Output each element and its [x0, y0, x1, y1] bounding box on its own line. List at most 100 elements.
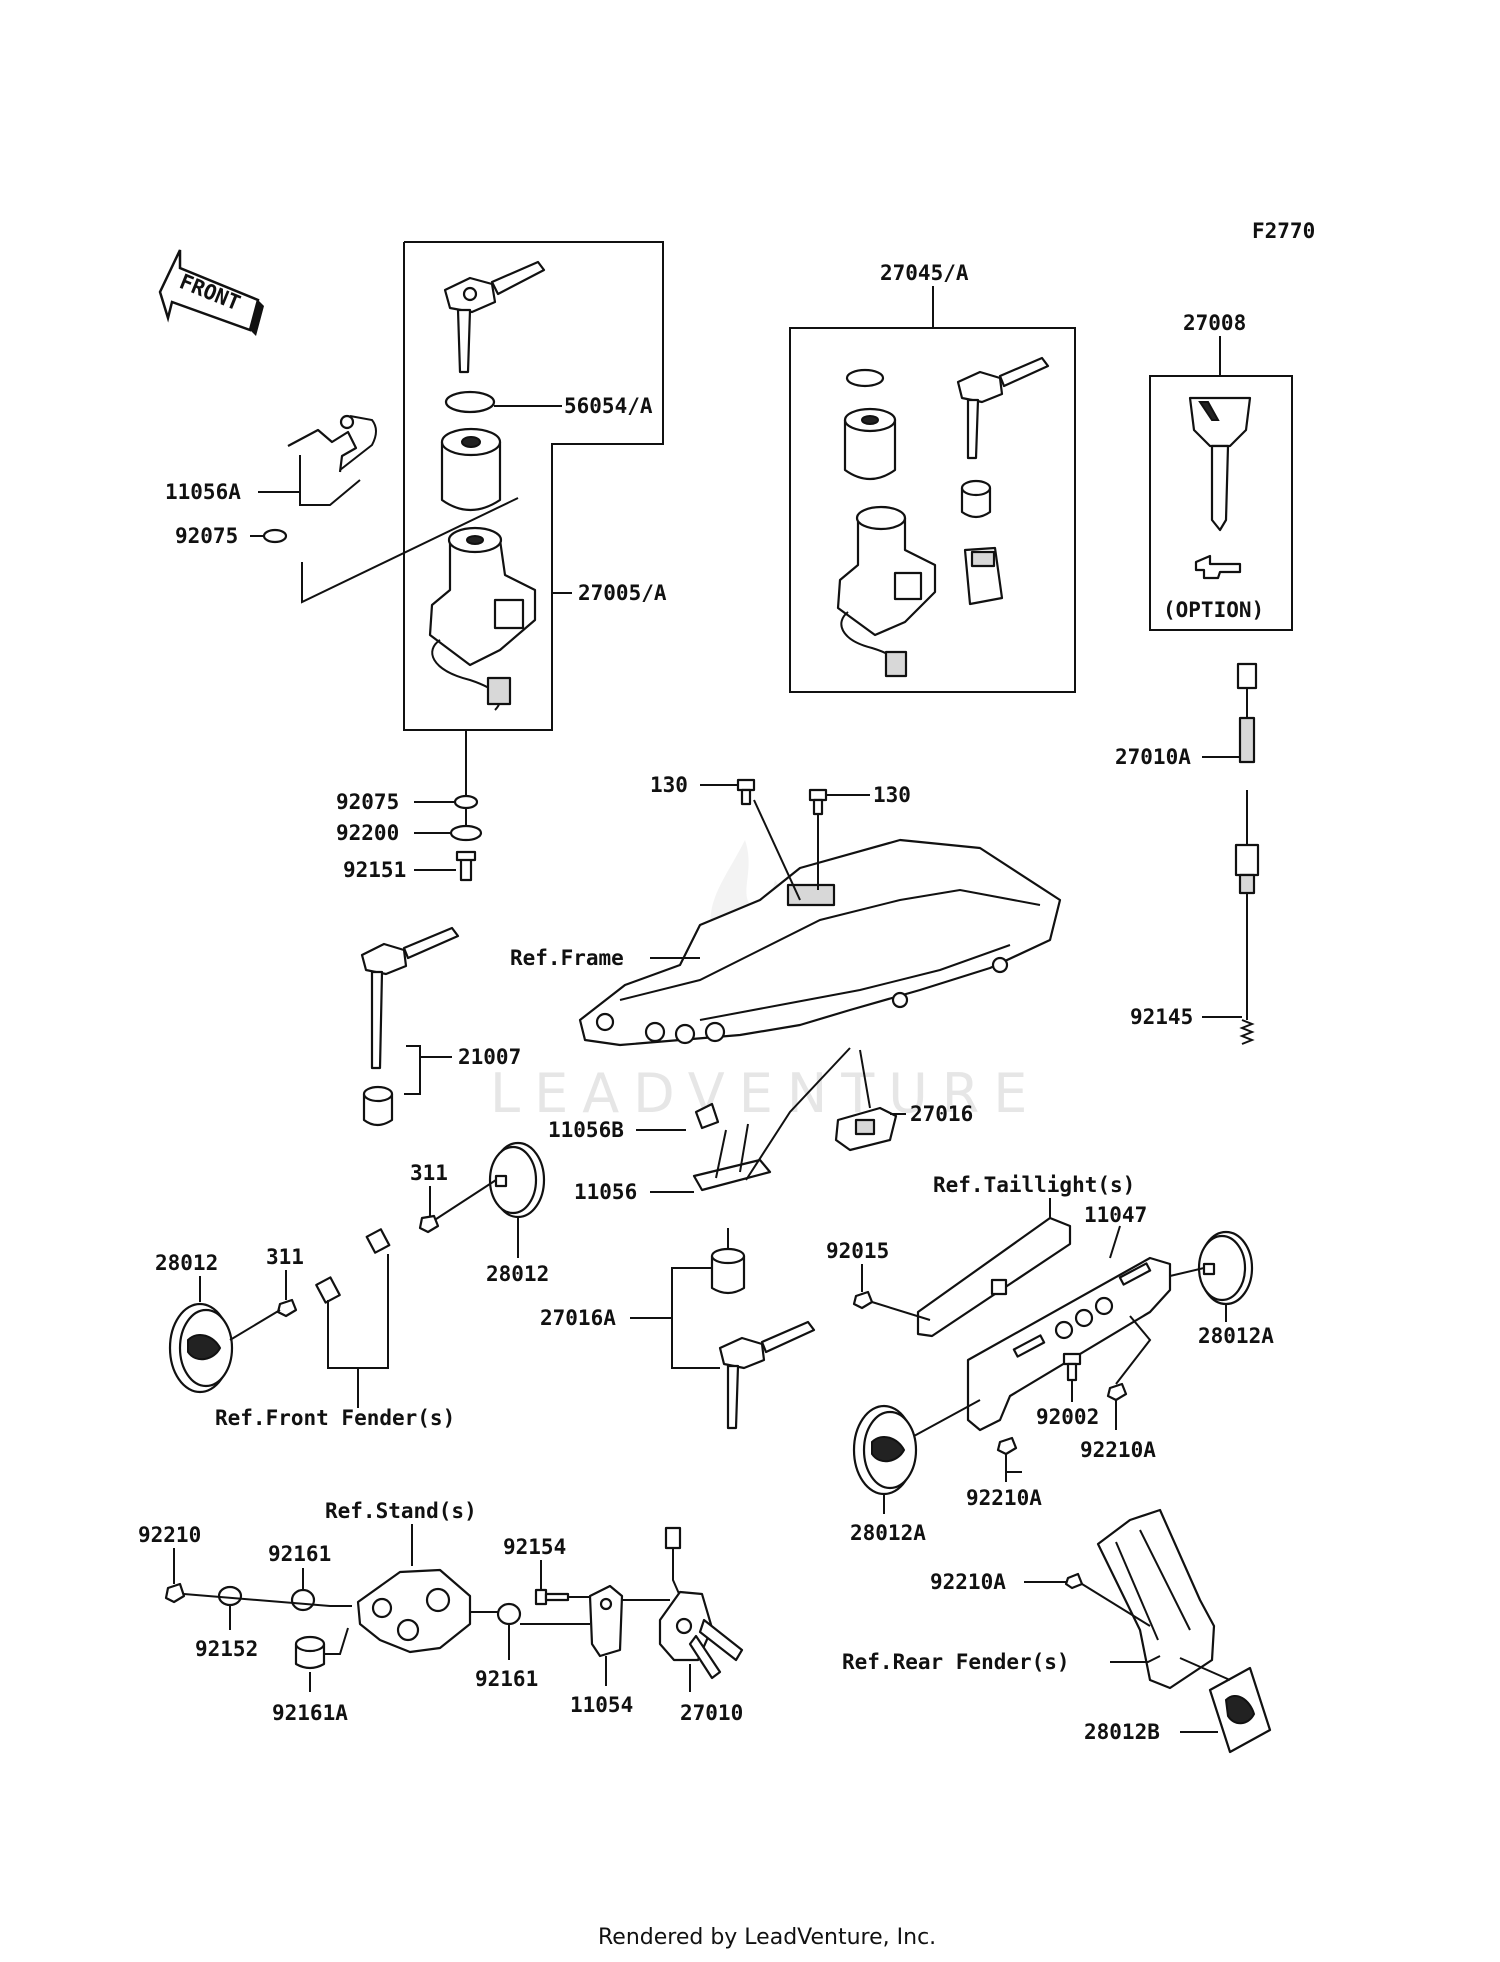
label-27045A: 27045/A — [880, 261, 969, 285]
watermark-text: LEADVENTURE — [490, 1062, 1041, 1125]
label-27010: 27010 — [680, 1701, 743, 1725]
option-label: (OPTION) — [1163, 598, 1264, 622]
label-ref-front-fender: Ref.Front Fender(s) — [215, 1406, 455, 1430]
label-21007: 21007 — [458, 1045, 521, 1069]
bracket-11054-icon — [588, 1584, 624, 1658]
label-92161A: 92161A — [272, 1701, 348, 1725]
washer-92075-icon — [262, 528, 288, 544]
label-11047: 11047 — [1084, 1203, 1147, 1227]
label-92210: 92210 — [138, 1523, 201, 1547]
sensor-27010A-icon — [1234, 662, 1260, 1010]
label-28012A-left: 28012A — [850, 1521, 926, 1545]
washer-92200-icon — [449, 824, 483, 842]
switch-27010-icon — [658, 1526, 744, 1680]
bolt-92002-icon — [1062, 1352, 1082, 1382]
ignition-switch-group: 27005/A 56054/A — [403, 241, 667, 830]
nut-92210A-rear-icon — [1064, 1572, 1084, 1590]
blank-key-icon — [1188, 396, 1252, 532]
label-27010A: 27010A — [1115, 745, 1191, 769]
washer-92075-lower-icon — [453, 794, 479, 810]
option-key-27008-group: 27008 (OPTION) — [1149, 311, 1293, 631]
bolt-130-left-icon — [736, 778, 756, 806]
key-tag-icon — [1194, 554, 1242, 580]
lock-cylinder-21007-icon — [362, 1085, 394, 1127]
label-27008: 27008 — [1183, 311, 1246, 335]
label-92210A-rear: 92210A — [930, 1570, 1006, 1594]
ignition-switch-body-icon — [428, 526, 537, 711]
spring-92145-icon — [1239, 1010, 1255, 1045]
label-92161-right: 92161 — [475, 1667, 538, 1691]
figure-code: F2770 — [1252, 219, 1315, 243]
footer-credit: Rendered by LeadVenture, Inc. — [598, 1925, 936, 1950]
label-ref-taillight: Ref.Taillight(s) — [933, 1173, 1135, 1197]
label-27016: 27016 — [910, 1102, 973, 1126]
collar-92161-right-icon — [496, 1602, 522, 1626]
label-28012-right: 28012 — [486, 1262, 549, 1286]
taillight-plate-icon — [916, 1216, 1072, 1338]
label-92152: 92152 — [195, 1637, 258, 1661]
nut-92210A-mid-icon — [996, 1436, 1018, 1456]
bracket-11056B-icon — [694, 1102, 720, 1130]
switch-cap-icon — [440, 427, 502, 511]
collar-92161-left-icon — [290, 1588, 316, 1612]
label-92210A-right: 92210A — [1080, 1438, 1156, 1462]
screw-92151-icon — [455, 850, 477, 882]
nut-92210-icon — [164, 1582, 186, 1604]
stud-front-fender-icon — [365, 1228, 391, 1254]
label-130-left: 130 — [650, 773, 688, 797]
rear-fender-icon — [1096, 1508, 1216, 1690]
label-11056A: 11056A — [165, 480, 241, 504]
label-11056B: 11056B — [548, 1118, 624, 1142]
label-92145: 92145 — [1130, 1005, 1193, 1029]
collar-92161A-icon — [294, 1635, 326, 1670]
nut-92015-icon — [852, 1290, 874, 1310]
label-92200: 92200 — [336, 821, 399, 845]
label-92154: 92154 — [503, 1535, 566, 1559]
label-130-right: 130 — [873, 783, 911, 807]
reflector-28012-right-icon — [488, 1141, 546, 1219]
screw-92154-icon — [534, 1588, 570, 1606]
washer-92152-icon — [217, 1585, 243, 1607]
lock-set-27045A-group: 27045/A — [789, 261, 1076, 693]
stud-front-fender-lower-icon — [315, 1276, 341, 1304]
label-11054: 11054 — [570, 1693, 633, 1717]
set-key-icon — [956, 356, 1050, 460]
set-lock-cylinder-icon — [960, 479, 992, 519]
bracket-11056A-icon — [287, 414, 377, 506]
bracket-11056-icon — [692, 1123, 772, 1192]
label-92075-lower: 92075 — [336, 790, 399, 814]
front-arrow-icon: FRONT — [158, 249, 264, 336]
nut-311-upper-icon — [418, 1214, 440, 1234]
bracket-11047-icon — [966, 1256, 1172, 1432]
label-92075-top: 92075 — [175, 524, 238, 548]
washer-56054-icon — [444, 390, 496, 414]
set-seat-lock-icon — [963, 546, 1004, 606]
label-11056: 11056 — [574, 1180, 637, 1204]
lock-cylinder-27016A-icon — [710, 1247, 746, 1295]
label-28012-left: 28012 — [155, 1251, 218, 1275]
label-311-upper: 311 — [410, 1161, 448, 1185]
label-27016A: 27016A — [540, 1306, 616, 1330]
reflector-28012A-right-icon — [1197, 1230, 1254, 1306]
set-washer-icon — [845, 368, 885, 388]
label-ref-rear-fender: Ref.Rear Fender(s) — [842, 1650, 1070, 1674]
set-switch-body-icon — [836, 505, 937, 678]
stand-bracket-icon — [356, 1568, 472, 1654]
nut-92210A-right-icon — [1106, 1382, 1128, 1402]
label-92210A-mid: 92210A — [966, 1486, 1042, 1510]
reflector-28012-left-icon — [168, 1302, 234, 1394]
bolt-130-right-icon — [808, 788, 828, 816]
label-56054A: 56054/A — [564, 394, 653, 418]
reflector-28012A-left-icon — [852, 1404, 918, 1496]
label-92151: 92151 — [343, 858, 406, 882]
label-ref-stand: Ref.Stand(s) — [325, 1499, 477, 1523]
label-92002: 92002 — [1036, 1405, 1099, 1429]
label-ref-frame: Ref.Frame — [510, 946, 624, 970]
nut-311-lower-icon — [276, 1298, 298, 1318]
reflector-28012B-icon — [1208, 1666, 1272, 1754]
key-21007-icon — [360, 926, 460, 1070]
key-27016A-icon — [718, 1320, 816, 1430]
label-27005A: 27005/A — [578, 581, 667, 605]
label-28012B: 28012B — [1084, 1720, 1160, 1744]
